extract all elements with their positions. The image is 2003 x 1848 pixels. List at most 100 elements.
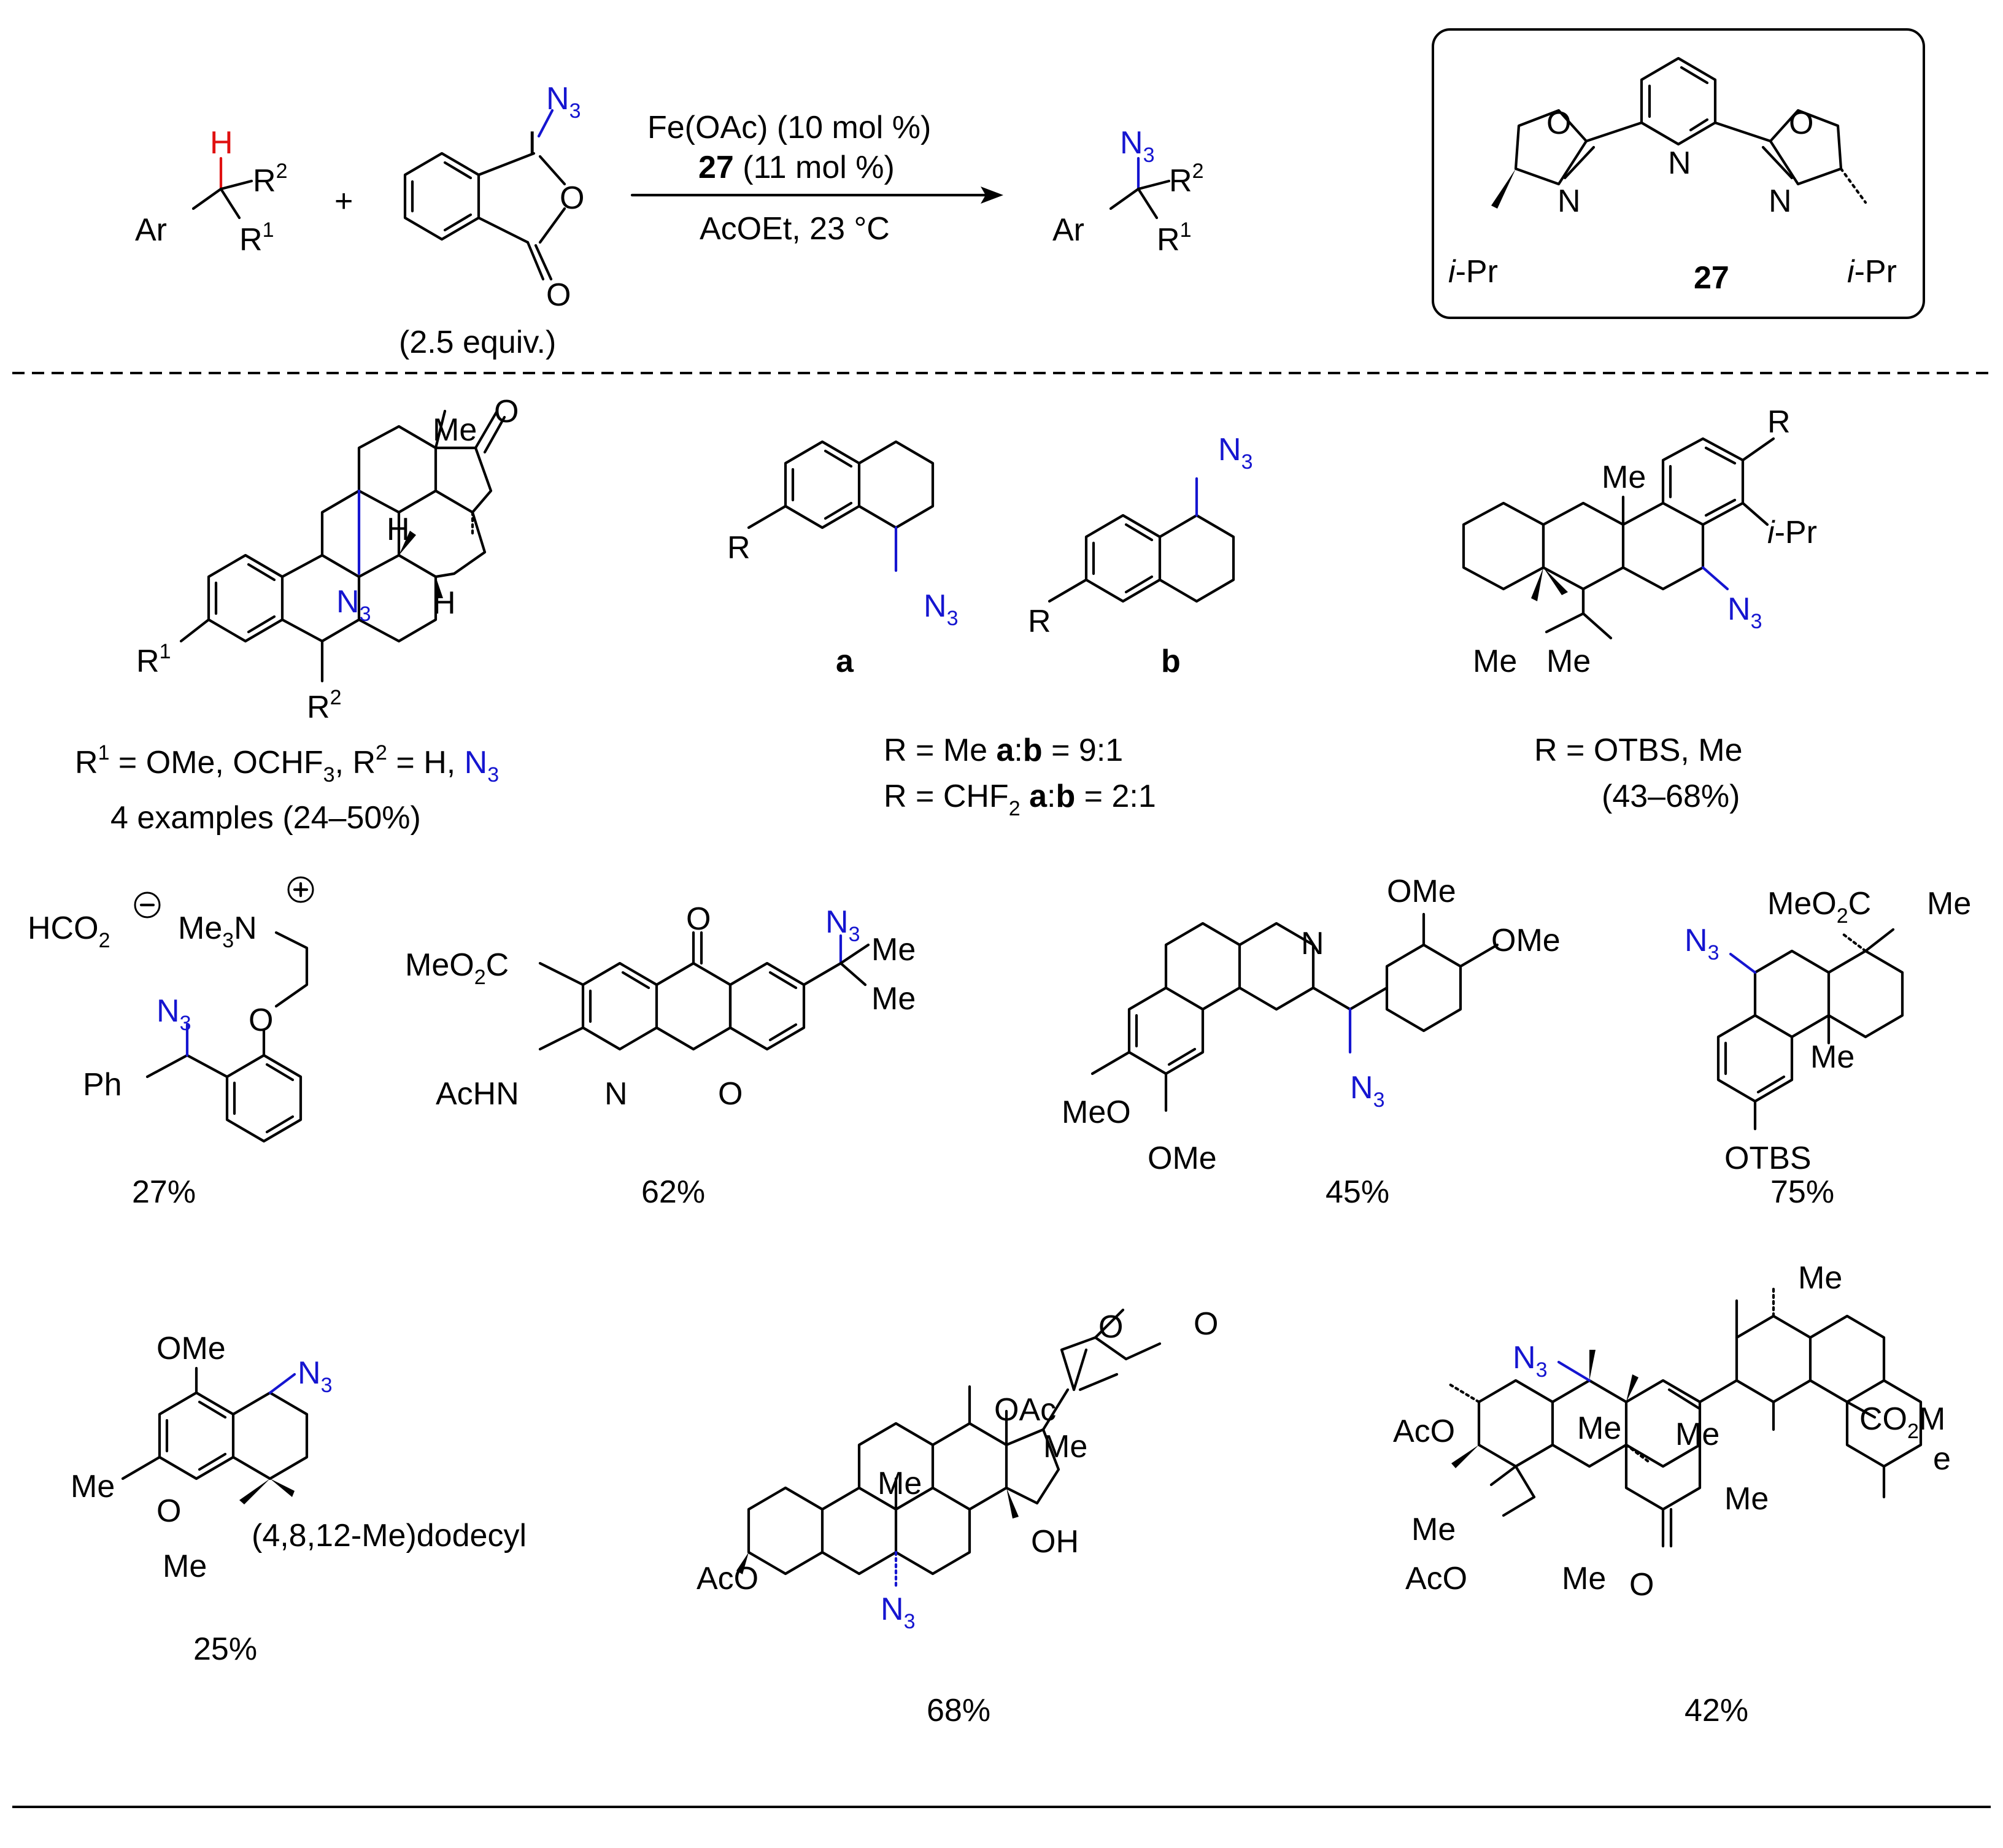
papaverine-n3: N3	[1350, 1070, 1384, 1112]
tocopherol-n3: N3	[298, 1355, 332, 1397]
ligand-n-left: N	[1557, 183, 1581, 219]
example-tetralin: R N3 a R N3 b R = Me a:b = 9:1 R = CHF2 …	[727, 432, 1252, 820]
abietane-n3: N3	[1727, 591, 1762, 633]
estrone-h-1: H	[387, 512, 410, 547]
dehydroabietate-yield: 75%	[1770, 1174, 1834, 1210]
tocopherol-ome: OMe	[156, 1331, 226, 1366]
plus-sign: +	[334, 183, 353, 219]
xanthone-o-ring: O	[718, 1076, 743, 1112]
cardenolide-oh: OH	[1031, 1524, 1079, 1560]
abietane-me: Me	[1602, 460, 1646, 495]
tocopherol-me-left: Me	[71, 1469, 115, 1504]
tetralin-ratio-1: R = Me a:b = 9:1	[884, 733, 1123, 768]
tetralin-a-n3: N3	[924, 588, 958, 630]
ligand-o-left: O	[1546, 106, 1571, 141]
example-choline: HCO2 Me3N O N3 Ph 27%	[28, 876, 314, 1210]
dehydroabietate-otbs: OTBS	[1724, 1141, 1812, 1176]
reagent-n3: N3	[546, 81, 581, 123]
tocopherol-yield: 25%	[193, 1631, 257, 1667]
cardenolide-me-1: Me	[1043, 1429, 1087, 1465]
product-r2: R2	[1169, 160, 1203, 199]
tetralin-b-r: R	[1028, 604, 1051, 639]
choline-me3n: Me3N	[178, 911, 257, 952]
dehydroabietate-n3: N3	[1685, 923, 1719, 964]
estrone-h-2: H	[433, 585, 456, 621]
estrone-r2: R2	[307, 686, 341, 725]
tocopherol-chain: (4,8,12-Me)dodecyl	[252, 1518, 527, 1553]
tetralin-ratio-2: R = CHF2 a:b = 2:1	[884, 779, 1156, 820]
choline-n3: N3	[156, 993, 191, 1035]
ligand-box: O N i-Pr O N i-Pr N 27	[1432, 28, 1925, 319]
papaverine-meo: MeO	[1062, 1095, 1131, 1130]
ligand-o-right: O	[1789, 106, 1813, 141]
conditions-solvent: AcOEt, 23 °C	[700, 211, 890, 247]
dehydroabietate-me-top: Me	[1927, 886, 1971, 922]
papaverine-ome-top: OMe	[1387, 874, 1456, 909]
estrone-r1: R1	[136, 640, 171, 679]
xanthone-me-2: Me	[871, 981, 916, 1017]
choline-o: O	[249, 1003, 273, 1038]
dehydroabietate-me: Me	[1810, 1039, 1854, 1075]
substrate-r2: R2	[253, 160, 287, 199]
abietane-caption-2: (43–68%)	[1602, 779, 1740, 814]
abietane-ipr: i-Pr	[1767, 515, 1817, 550]
triterpene-aco-2: AcO	[1405, 1561, 1467, 1596]
choline-ph: Ph	[83, 1067, 122, 1103]
example-dehydroabietate: MeO2C Me N3 Me OTBS 75%	[1685, 886, 1971, 1210]
tetralin-a-r: R	[727, 530, 751, 566]
abietane-caption-1: R = OTBS, Me	[1534, 733, 1743, 768]
triterpene-e: e	[1933, 1441, 1951, 1477]
product-r1: R1	[1157, 218, 1191, 258]
triterpene-co2m: CO2M	[1859, 1401, 1945, 1443]
substrate: Ar H R2 R1	[135, 125, 287, 258]
example-xanthone: O MeO2C N3 Me Me AcHN N O 62%	[405, 901, 916, 1210]
papaverine-yield: 45%	[1326, 1174, 1389, 1210]
triterpene-o: O	[1629, 1567, 1654, 1603]
conditions-catalyst: Fe(OAc) (10 mol %)	[647, 110, 931, 145]
cardenolide-me-2: Me	[878, 1466, 922, 1501]
ligand-number: 27	[1694, 260, 1729, 296]
choline-yield: 27%	[132, 1174, 196, 1210]
tetralin-b-n3: N3	[1218, 432, 1252, 474]
xanthone-yield: 62%	[641, 1174, 705, 1210]
estrone-caption-2: 4 examples (24–50%)	[110, 800, 421, 836]
estrone-n3: N3	[336, 584, 371, 626]
triterpene-n3: N3	[1513, 1340, 1547, 1382]
xanthone-me-1: Me	[871, 932, 916, 968]
ligand-pyridine-n: N	[1668, 145, 1691, 181]
cardenolide-yield: 68%	[927, 1693, 990, 1728]
abietane-me-2: Me	[1546, 644, 1591, 679]
cardenolide-oac: OAc	[994, 1392, 1056, 1428]
reagent-o-ring: O	[560, 180, 584, 216]
choline-formate: HCO2	[28, 911, 110, 952]
papaverine-ome-bottom: OMe	[1148, 1141, 1217, 1176]
substrate-r1: R1	[239, 218, 274, 258]
triterpene-me-1: Me	[1577, 1411, 1621, 1446]
papaverine-n: N	[1301, 926, 1324, 961]
triterpene-yield: 42%	[1685, 1693, 1748, 1728]
papaverine-ome-right: OMe	[1491, 923, 1561, 958]
example-triterpene: Me N3 CO2M e Me Me Me AcO Me AcO Me O 42…	[1393, 1260, 1951, 1728]
xanthone-achn: AcHN	[436, 1076, 519, 1112]
triterpene-me-top: Me	[1798, 1260, 1842, 1296]
reagent-i: I	[528, 125, 536, 161]
triterpene-aco-1: AcO	[1393, 1414, 1455, 1449]
xanthone-o-top: O	[686, 901, 711, 937]
cardenolide-n3: N3	[881, 1592, 915, 1633]
reagent-equiv: (2.5 equiv.)	[399, 325, 556, 360]
example-papaverine: OMe OMe N N3 MeO OMe 45%	[1062, 874, 1561, 1210]
example-estrone: Me O H H N3 R1 R2 R1 = OMe, OCHF3, R2 = …	[75, 394, 519, 836]
tocopherol-me: Me	[163, 1549, 207, 1584]
substrate-h: H	[210, 125, 233, 161]
product-n3: N3	[1120, 125, 1154, 167]
azidobenziodoxolone: I N3 O O (2.5 equiv.)	[399, 81, 584, 360]
example-tocopherol: OMe Me N3 O Me (4,8,12-Me)dodecyl 25%	[71, 1331, 527, 1667]
triterpene-me-2: Me	[1675, 1417, 1719, 1452]
tetralin-label-a: a	[836, 644, 854, 679]
ligand-ipr-left: i-Pr	[1448, 254, 1498, 290]
triterpene-me-5: Me	[1562, 1561, 1606, 1596]
ligand-n-right: N	[1769, 183, 1792, 219]
xanthone-n3: N3	[825, 904, 860, 946]
abietane-r: R	[1767, 404, 1791, 440]
example-cardenolide: O O OAc Me Me OH AcO N3 68%	[697, 1306, 1218, 1728]
